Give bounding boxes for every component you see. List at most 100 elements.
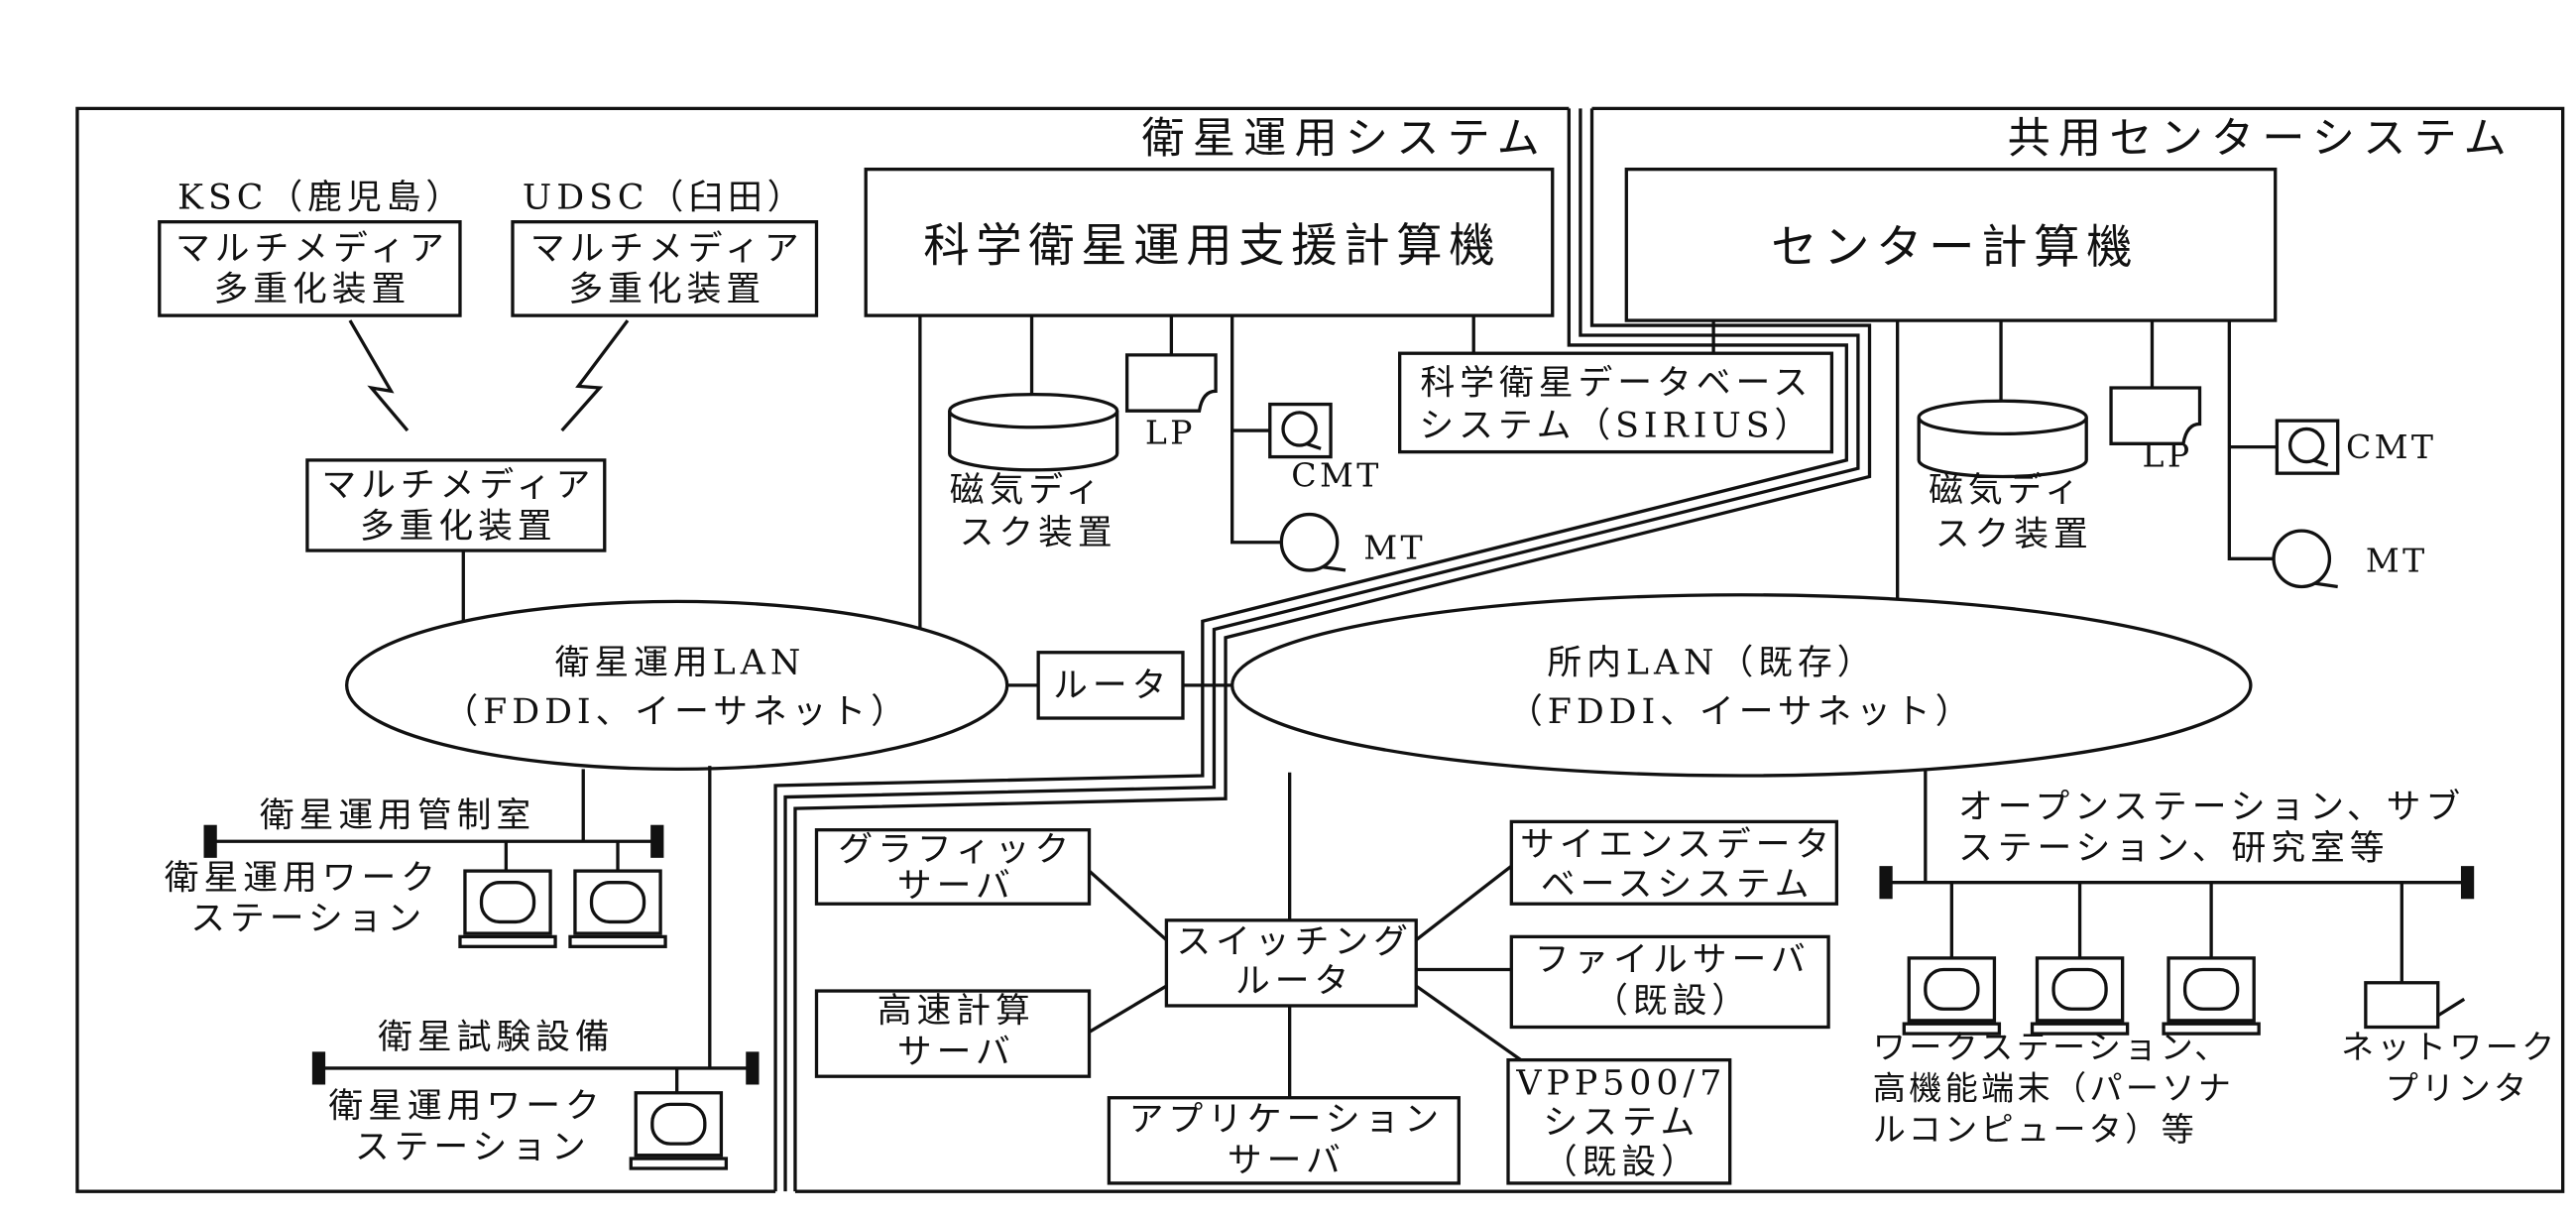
satellite-ops-system-border (75, 106, 1570, 1193)
sirius-label-line1: 科学衛星データベース (1420, 364, 1813, 404)
vpp-system-link (1415, 984, 1529, 1066)
control-room-bus-terminator (650, 824, 664, 858)
open-stations-bus-terminator (1879, 866, 1893, 900)
science-cmt-icon (1268, 402, 1333, 459)
workstation-icon (568, 869, 667, 948)
campus-lan (1230, 593, 2253, 778)
science-disk-icon (948, 392, 1119, 472)
open-stations-title-line2: ステーション、研究室等 (1958, 829, 2390, 869)
satellite-ops-lan (344, 599, 1009, 772)
shared-center-system-title: 共用センターシステム (2008, 114, 2515, 164)
open-stations-bus-terminator (2460, 866, 2475, 900)
network-printer-icon (2364, 981, 2466, 1030)
vpp-label-line1: VPP500/7 (1515, 1063, 1726, 1103)
local-mux-label-line2: 多重化装置 (360, 507, 557, 547)
control-room-workstation-label-line2: ステーション (190, 900, 426, 939)
workstation-icon (2162, 956, 2261, 1036)
science-database-system (1509, 819, 1839, 906)
udsc-mux-device (511, 220, 819, 317)
center-mt-link (2227, 320, 2275, 560)
science-mt-label: MT (1363, 528, 1426, 566)
graphic-server-label-line2: サーバ (897, 867, 1015, 907)
application-server-label-line1: アプリケーション (1129, 1100, 1444, 1140)
file-server-label-line1: ファイルサーバ (1535, 940, 1811, 980)
test-facility-workstation-label-line2: ステーション (355, 1128, 591, 1167)
open-workstations-label-line3: ルコンピュータ）等 (1873, 1110, 2197, 1149)
control-room-title: 衛星運用管制室 (260, 795, 535, 835)
sat-lan-protocol: （FDDI、イーサネット） (443, 692, 910, 732)
control-room-bus-terminator (203, 824, 217, 858)
udsc-mux-label-line2: 多重化装置 (568, 270, 765, 309)
center-cmt-label: CMT (2346, 427, 2436, 466)
test-facility-bus-terminator (311, 1051, 326, 1085)
network-printer-label-line1: ネットワーク (2341, 1028, 2558, 1066)
ksc-mux-device (158, 220, 462, 317)
graphic-server (814, 828, 1092, 906)
science-db-label-line2: ベースシステム (1541, 865, 1814, 905)
center-lp-label: LP (2143, 436, 2193, 475)
sat-lan-name: 衛星運用LAN (555, 643, 806, 682)
application-server-label-line2: サーバ (1228, 1141, 1346, 1180)
control-room-workstation-label-line1: 衛星運用ワーク (165, 858, 440, 898)
science-lp-icon (1124, 353, 1218, 413)
science-computer-label: 科学衛星運用支援計算機 (923, 218, 1501, 272)
center-mt-icon (2272, 529, 2340, 589)
local-mux-label-line1: マルチメディア (321, 465, 595, 505)
system-boundary-cable (783, 108, 1860, 1192)
file-server (1509, 934, 1830, 1030)
switching-router-label-line2: ルータ (1235, 962, 1353, 1002)
graphic-server-link (1088, 869, 1168, 941)
switching-router (1164, 918, 1418, 1008)
campus-lan-name: 所内LAN（既存） (1547, 643, 1876, 682)
test-facility-bus-terminator (746, 1051, 760, 1085)
vpp-system (1506, 1057, 1732, 1185)
network-printer-label-line2: プリンタ (2386, 1068, 2530, 1107)
local-mux-device (305, 458, 607, 552)
shared-center-system-border (794, 106, 2565, 1193)
science-mt-link (1230, 315, 1282, 545)
center-computer-label: センター計算機 (1771, 220, 2139, 274)
science-disk-label-line1: 磁気ディ (950, 470, 1106, 510)
center-disk-icon (1917, 399, 2088, 479)
center-disk-label-line2: スク装置 (1935, 515, 2093, 554)
workstation-icon (2030, 956, 2130, 1036)
open-stations-title-line1: オープンステーション、サブ (1958, 788, 2465, 827)
open-workstations-label-line1: ワークステーション、 (1873, 1028, 2231, 1066)
open-workstations-label-line2: 高機能端末（パーソナ (1873, 1068, 2234, 1107)
center-disk-label-line1: 磁気ディ (1929, 470, 2084, 510)
graphic-server-label-line1: グラフィック (838, 830, 1074, 870)
application-server (1107, 1096, 1461, 1185)
hpc-server-label-line1: 高速計算 (878, 992, 1035, 1032)
workstation-icon (1902, 956, 2002, 1036)
science-computer (864, 167, 1555, 317)
campus-lan-protocol: （FDDI、イーサネット） (1508, 692, 1975, 732)
satellite-ops-system-title: 衛星運用システム (1142, 114, 1548, 164)
science-mt-icon (1279, 512, 1347, 572)
science-disk-label-line2: スク装置 (960, 513, 1117, 552)
center-mt-label: MT (2366, 542, 2428, 580)
system-boundary-cable (773, 108, 1848, 1192)
vpp-label-line3: （既設） (1543, 1143, 1700, 1182)
workstation-icon (458, 869, 557, 948)
science-cmt-label: CMT (1291, 455, 1381, 494)
science-lp-label: LP (1145, 413, 1196, 451)
hpc-server-label-line2: サーバ (897, 1033, 1015, 1072)
center-cmt-icon (2275, 419, 2340, 475)
system-boundary-cable (793, 108, 1872, 1192)
center-computer (1624, 167, 2278, 322)
sirius-label-line2: システム（SIRIUS） (1419, 407, 1814, 446)
hpc-server (814, 989, 1092, 1078)
science-db-label-line1: サイエンスデータ (1520, 825, 1834, 865)
udsc-mux-label-line1: マルチメディア (530, 229, 804, 269)
test-facility-workstation-label-line1: 衛星運用ワーク (328, 1087, 604, 1127)
router (1036, 651, 1185, 720)
switching-router-label-line1: スイッチング (1176, 922, 1413, 962)
file-server-label-line2: （既設） (1593, 982, 1751, 1022)
hpc-server-link (1088, 984, 1168, 1034)
test-facility-title: 衛星試験設備 (378, 1018, 615, 1057)
ksc-station-label: KSC（鹿児島） (177, 178, 465, 217)
udsc-station-label: UDSC（臼田） (523, 178, 807, 217)
workstation-icon (629, 1091, 729, 1170)
router-label: ルータ (1053, 666, 1171, 705)
